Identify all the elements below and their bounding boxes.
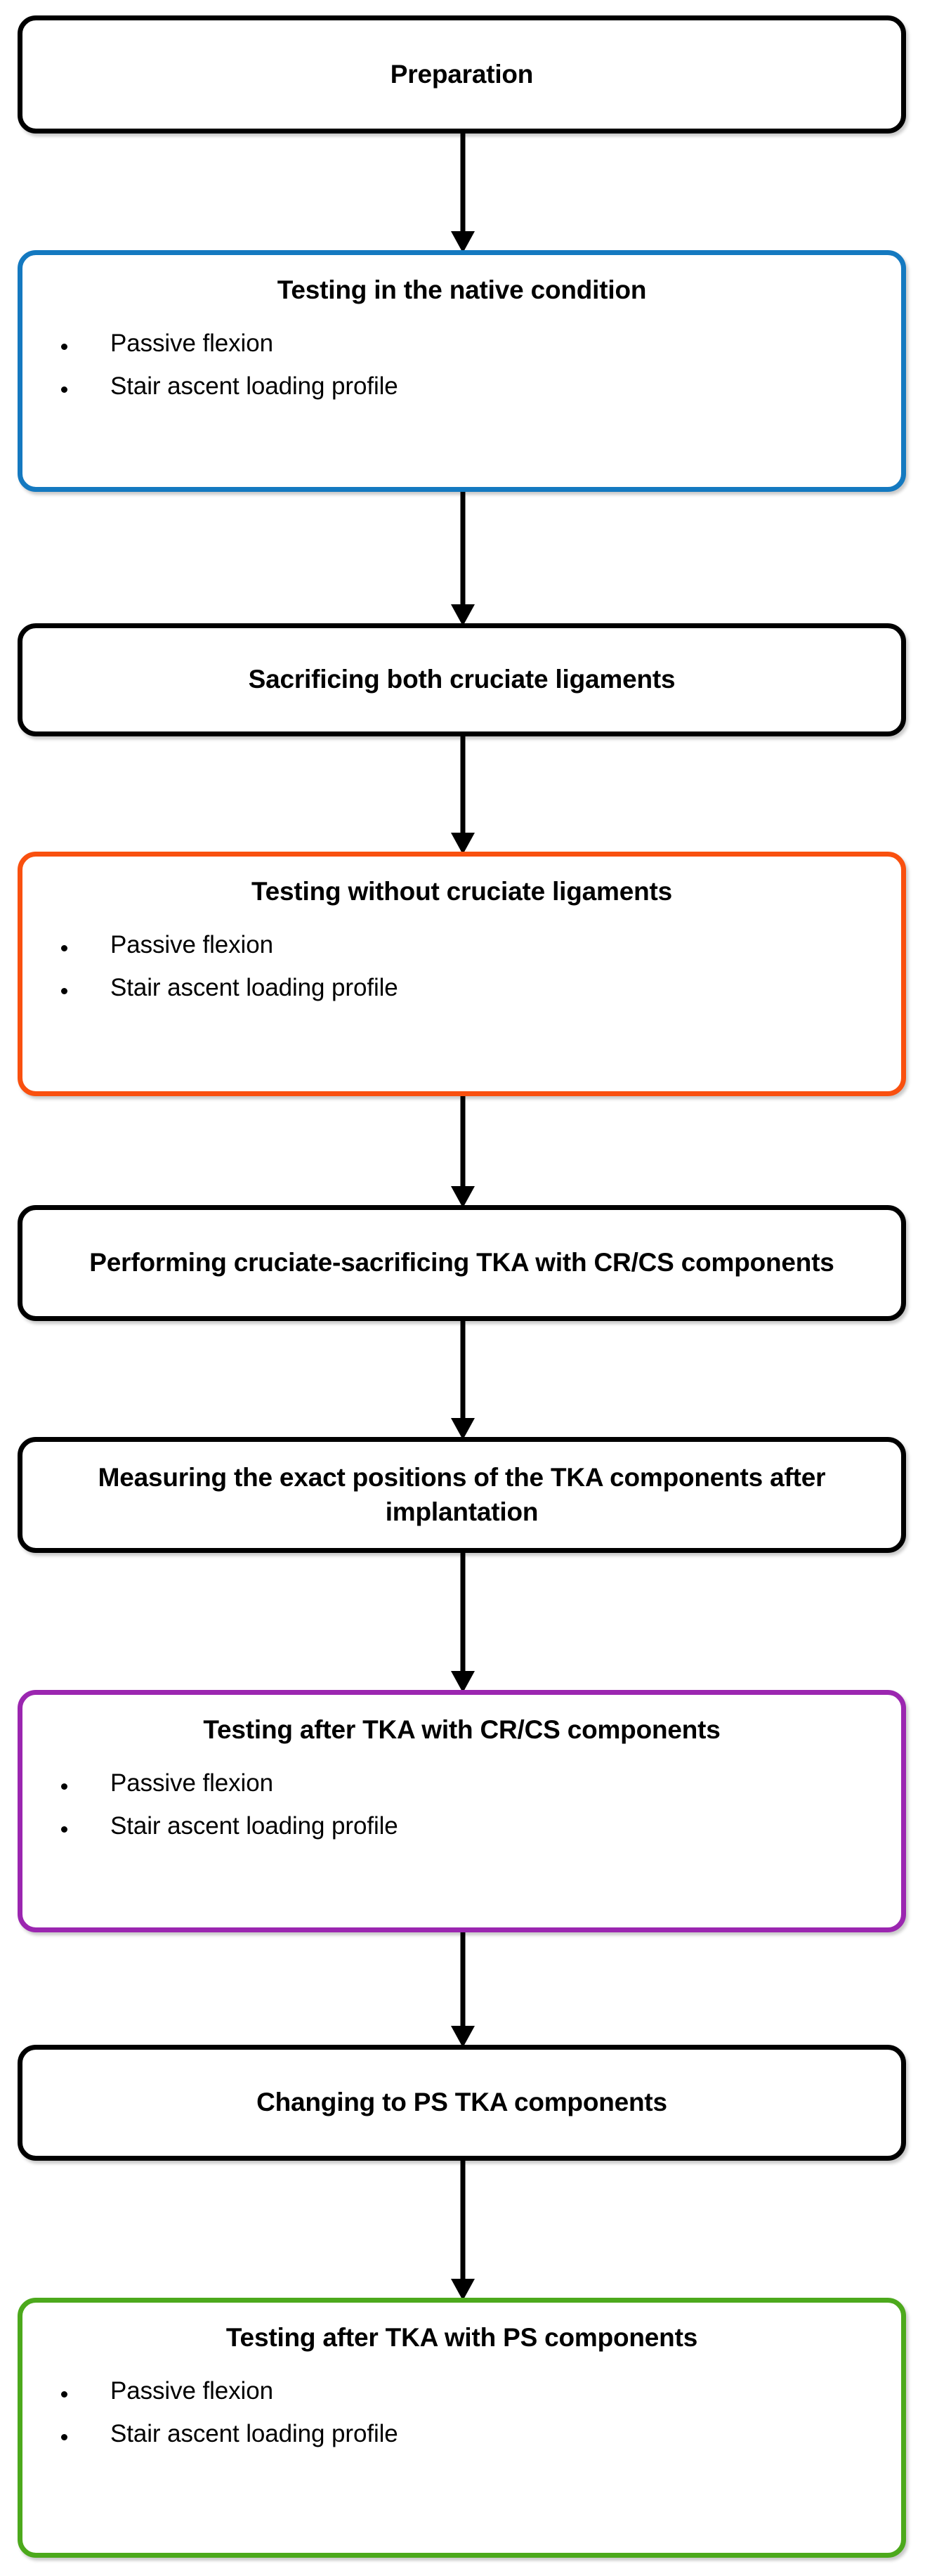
- flow-step-title: Testing without cruciate ligaments: [251, 877, 672, 906]
- flow-step-preparation[interactable]: Preparation: [18, 15, 906, 134]
- arrow-head-icon: [450, 2026, 475, 2048]
- bullet-label: Stair ascent loading profile: [110, 372, 398, 400]
- arrow-shaft: [460, 1321, 465, 1422]
- bullet-dot-icon: [61, 987, 67, 994]
- arrow-connector-testing-native-condition-to-sacrificing-both-cruciate-ligaments: [449, 492, 477, 626]
- arrow-connector-testing-after-tka-crcs-to-changing-to-ps-tka-components: [449, 1932, 477, 2048]
- arrow-shaft: [460, 1553, 465, 1674]
- bullet-dot-icon: [61, 386, 67, 393]
- arrow-connector-performing-cruciate-sacrificing-tka-to-measuring-exact-positions: [449, 1321, 477, 1440]
- arrow-head-icon: [450, 1671, 475, 1693]
- arrow-connector-changing-to-ps-tka-components-to-testing-after-tka-ps: [449, 2161, 477, 2301]
- flow-step-measuring-exact-positions[interactable]: Measuring the exact positions of the TKA…: [18, 1437, 906, 1553]
- bullet-label: Passive flexion: [110, 1769, 273, 1797]
- bullet-dot-icon: [61, 343, 67, 350]
- flow-step-title: Preparation: [390, 59, 534, 89]
- flow-step-title: Testing after TKA with CR/CS components: [203, 1715, 721, 1744]
- arrow-shaft: [460, 492, 465, 608]
- flow-step-bullet-item: Stair ascent loading profile: [22, 1811, 901, 1842]
- flow-step-title: Sacrificing both cruciate ligaments: [248, 665, 676, 694]
- flow-step-performing-cruciate-sacrificing-tka[interactable]: Performing cruciate-sacrificing TKA with…: [18, 1205, 906, 1321]
- arrow-connector-measuring-exact-positions-to-testing-after-tka-crcs: [449, 1553, 477, 1693]
- flow-step-title: Performing cruciate-sacrificing TKA with…: [89, 1248, 834, 1277]
- arrow-shaft: [460, 1932, 465, 2029]
- arrow-head-icon: [450, 1186, 475, 1208]
- flow-step-changing-to-ps-tka-components[interactable]: Changing to PS TKA components: [18, 2045, 906, 2161]
- bullet-label: Passive flexion: [110, 931, 273, 959]
- arrow-shaft: [460, 134, 465, 235]
- flow-step-title: Testing after TKA with PS components: [225, 2323, 698, 2352]
- flow-step-title: Measuring the exact positions of the TKA…: [98, 1463, 826, 1526]
- arrow-shaft: [460, 1096, 465, 1190]
- bullet-label: Stair ascent loading profile: [110, 2419, 398, 2447]
- flow-step-bullet-item: Passive flexion: [22, 1768, 901, 1800]
- flow-step-sacrificing-both-cruciate-ligaments[interactable]: Sacrificing both cruciate ligaments: [18, 623, 906, 736]
- flow-step-bullet-item: Passive flexion: [22, 2376, 901, 2407]
- arrow-shaft: [460, 736, 465, 836]
- arrow-shaft: [460, 2161, 465, 2282]
- flow-step-bullet-item: Stair ascent loading profile: [22, 2419, 901, 2450]
- arrow-connector-testing-without-cruciate-ligaments-to-performing-cruciate-sacrificing-tka: [449, 1096, 477, 1208]
- bullet-label: Passive flexion: [110, 330, 273, 358]
- flow-step-bullet-item: Stair ascent loading profile: [22, 371, 901, 403]
- arrow-head-icon: [450, 231, 475, 253]
- bullet-dot-icon: [61, 2433, 67, 2440]
- arrow-head-icon: [450, 1418, 475, 1440]
- bullet-dot-icon: [61, 1783, 67, 1790]
- arrow-head-icon: [450, 833, 475, 854]
- arrow-connector-sacrificing-both-cruciate-ligaments-to-testing-without-cruciate-ligaments: [449, 736, 477, 854]
- flow-step-title: Changing to PS TKA components: [256, 2088, 667, 2117]
- bullet-label: Stair ascent loading profile: [110, 973, 398, 1001]
- bullet-label: Stair ascent loading profile: [110, 1811, 398, 1840]
- arrow-connector-preparation-to-testing-native-condition: [449, 134, 477, 253]
- flow-step-bullet-item: Passive flexion: [22, 930, 901, 961]
- bullet-dot-icon: [61, 2390, 67, 2398]
- arrow-head-icon: [450, 2279, 475, 2301]
- bullet-label: Passive flexion: [110, 2377, 273, 2405]
- flow-step-bullet-item: Passive flexion: [22, 328, 901, 360]
- bullet-dot-icon: [61, 944, 67, 951]
- arrow-head-icon: [450, 604, 475, 626]
- flow-step-title: Testing in the native condition: [277, 275, 647, 304]
- bullet-dot-icon: [61, 1826, 67, 1833]
- flow-step-bullet-item: Stair ascent loading profile: [22, 972, 901, 1004]
